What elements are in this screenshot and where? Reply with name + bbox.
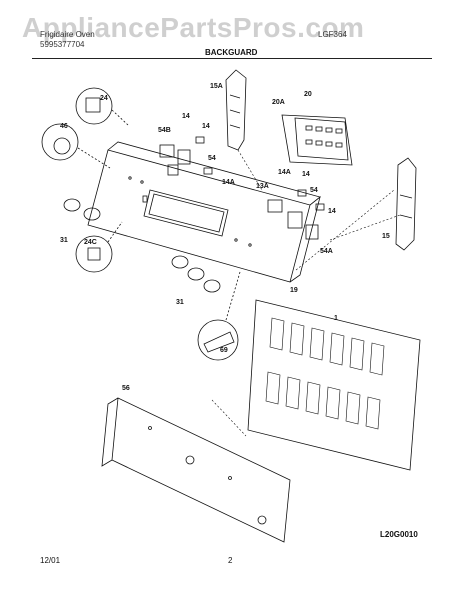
model-number: LGF364 <box>318 30 347 39</box>
callout-14a: 14A <box>222 179 235 186</box>
callout-15: 15 <box>382 233 390 240</box>
callout-54a: 54A <box>320 248 333 255</box>
figure-code: L20G0010 <box>380 530 418 539</box>
callout-24c: 24C <box>84 239 97 246</box>
brand-text: Frigidaire Oven <box>40 30 95 39</box>
detail-circle-46 <box>41 123 111 169</box>
callout-20: 20 <box>304 91 312 98</box>
callout-14a-right: 14A <box>278 169 291 176</box>
detail-circle-24c <box>75 221 123 273</box>
section-title: BACKGUARD <box>205 48 258 57</box>
detail-circle-69 <box>197 271 241 361</box>
callout-24: 24 <box>100 95 108 102</box>
callout-54b: 54B <box>158 127 171 134</box>
detail-circle-24 <box>75 87 129 126</box>
rear-cover <box>247 299 421 471</box>
callout-19: 19 <box>290 287 298 294</box>
callout-69: 69 <box>220 347 228 354</box>
callout-14: 14 <box>182 113 190 120</box>
callout-14-b: 14 <box>202 123 210 130</box>
publication-number: 5995377704 <box>40 40 85 49</box>
control-knobs <box>63 198 221 293</box>
callout-31-left: 31 <box>60 237 68 244</box>
callout-56: 56 <box>122 385 130 392</box>
footer-page: 2 <box>228 556 233 565</box>
callout-46: 46 <box>60 123 68 130</box>
callout-54: 54 <box>208 155 216 162</box>
switch-group-left <box>159 136 213 176</box>
header-rule <box>32 58 432 59</box>
footer-date: 12/01 <box>40 556 61 565</box>
callout-13a: 13A <box>256 183 269 190</box>
callout-15a: 15A <box>210 83 223 90</box>
callout-54-right: 54 <box>310 187 318 194</box>
callout-20a: 20A <box>272 99 285 106</box>
callout-14-d: 14 <box>328 208 336 215</box>
callout-14-c: 14 <box>302 171 310 178</box>
callout-1: 1 <box>334 315 338 322</box>
switch-group-right <box>267 189 325 240</box>
right-end-bracket <box>395 157 417 251</box>
backguard-panel <box>87 141 321 283</box>
left-end-bracket <box>225 69 247 151</box>
electronic-control <box>281 114 353 166</box>
watermark-text: AppliancePartsPros.com <box>22 12 365 43</box>
bottom-bracket <box>101 397 291 543</box>
callout-31-bottom: 31 <box>176 299 184 306</box>
